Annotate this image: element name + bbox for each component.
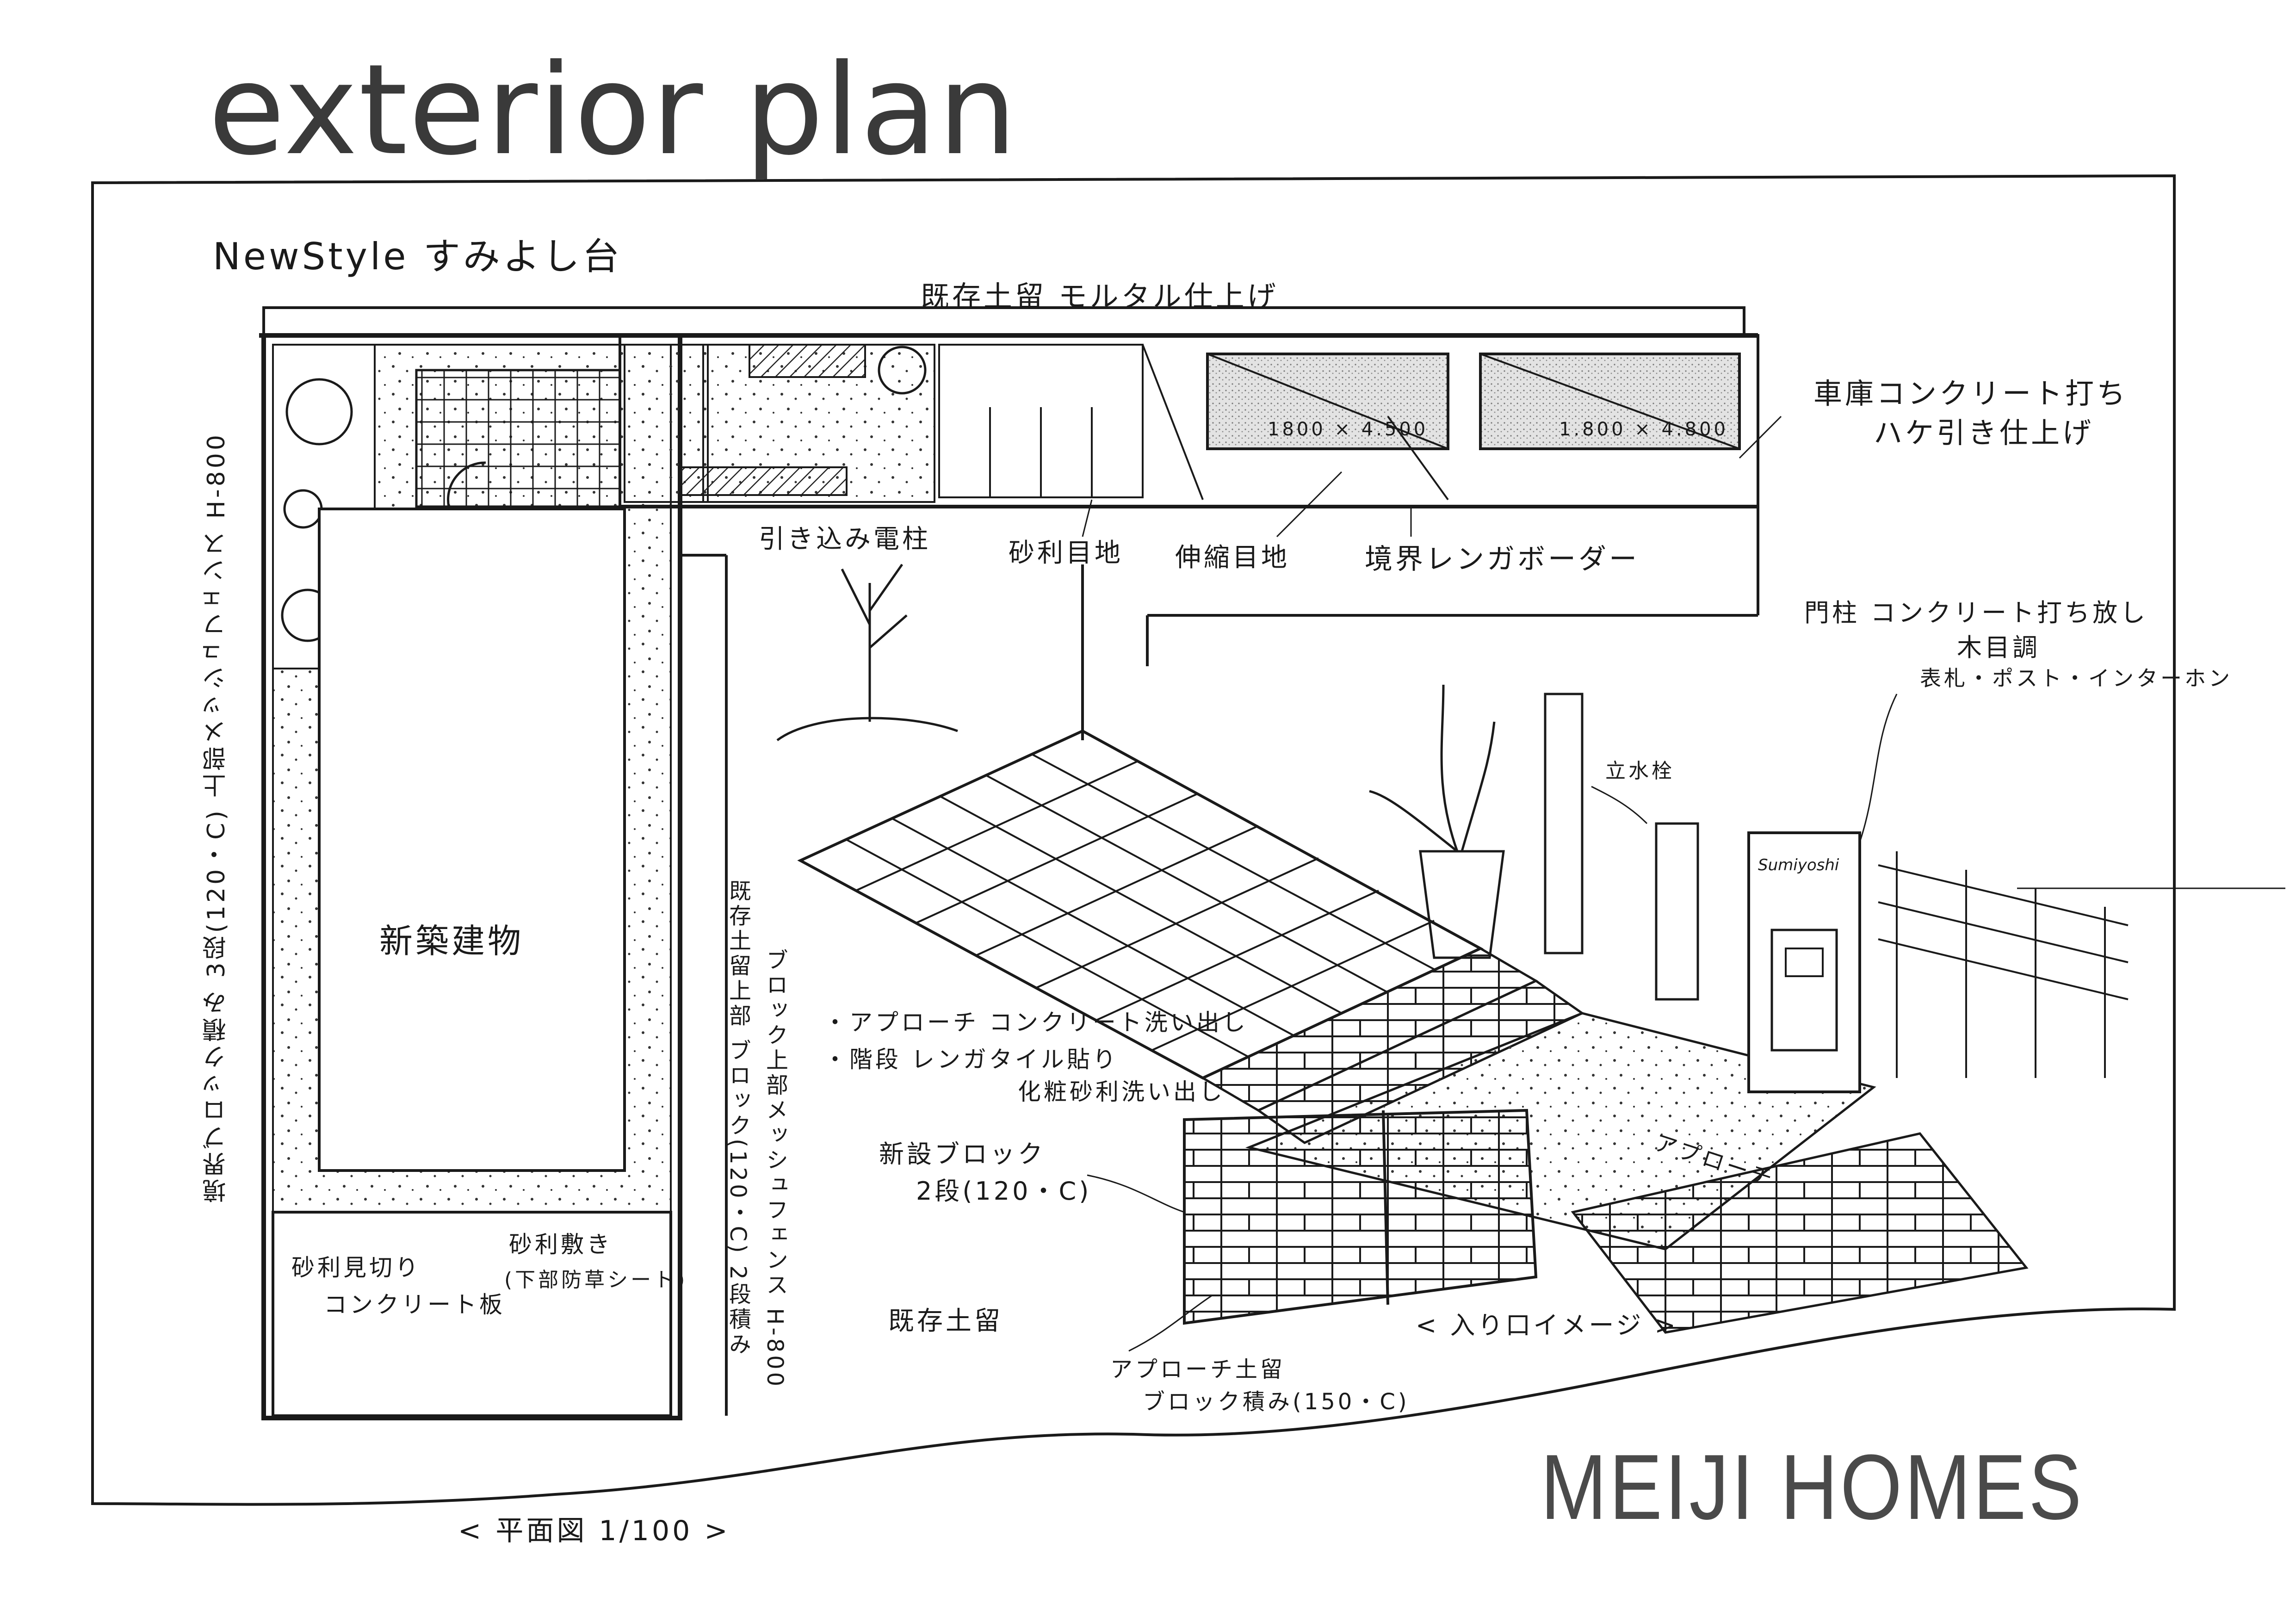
project-name: NewStyle すみよし台: [213, 235, 622, 278]
gravel-joint-label: 砂利目地: [1009, 538, 1123, 568]
new-block-line2: 2段(120・C): [916, 1177, 1092, 1206]
tree: [776, 564, 958, 742]
gate-post-line1: 門柱 コンクリート打ち放し: [1804, 598, 2148, 627]
approach-retaining-line1: アプローチ土留: [1110, 1357, 1286, 1382]
new-building: [318, 508, 626, 1172]
faucet-label: 立水栓: [1605, 759, 1675, 783]
gravel-divider-line1: 砂利見切り: [291, 1254, 421, 1281]
approach-spec-1: ・アプローチ コンクリート洗い出し: [823, 1009, 1248, 1036]
site-boundary: [261, 333, 682, 1420]
left-fence-note: 境界ブロック積み 3段(120・C) 上部メッシュフェンス H-800: [203, 432, 230, 1203]
gate-post-line2: 木目調: [1957, 633, 2040, 662]
gate-post-line3: 表札・ポスト・インターホン: [1920, 666, 2233, 691]
shrub: [285, 378, 353, 446]
border-label: 境界レンガボーダー: [1365, 543, 1640, 576]
nameplate: Sumiyoshi: [1758, 856, 1839, 874]
entry-tile-grid: [415, 369, 621, 508]
top-edge-note: 既存土留 モルタル仕上げ: [921, 279, 1279, 313]
page-title: exterior plan: [208, 37, 1018, 183]
new-block-wall: [1183, 1109, 1538, 1325]
expansion-joint-label: 伸縮目地: [1175, 543, 1290, 573]
right-retaining-note: 既存土留上部 ブロック(120・C) 2段積み: [725, 879, 751, 1357]
approach-retaining-line2: ブロック積み(150・C): [1143, 1389, 1410, 1415]
approach-spec-3: 化粧砂利洗い出し: [1018, 1078, 1225, 1105]
gravel-spread-line1: 砂利敷き: [509, 1231, 613, 1258]
parking-note-line2: ハケ引き仕上げ: [1874, 416, 2094, 450]
entrance-image-label: < 入り口イメージ >: [1416, 1311, 1678, 1340]
sheet-frame: [91, 174, 2176, 1506]
right-block-note: ブロック上部メッシュフェンス H-800: [762, 948, 788, 1389]
plan-view-label: < 平面図 1/100 >: [458, 1515, 730, 1547]
approach-spec-2: ・階段 レンガタイル貼り: [823, 1046, 1119, 1073]
gravel-divider-line2: コンクリート板: [324, 1291, 505, 1318]
utility-pole-label: 引き込み電柱: [759, 524, 931, 554]
parking-note-line1: 車庫コンクリート打ち: [1813, 377, 2129, 410]
gravel-spread-line2: (下部防草シート): [504, 1268, 688, 1292]
brand-logo-text: MEIJI HOMES: [1541, 1436, 2084, 1539]
parking-1-size: 1800 × 4.500: [1268, 419, 1429, 440]
new-block-line1: 新設ブロック: [879, 1140, 1046, 1169]
planter: [1369, 684, 1505, 959]
gate-post: [1747, 831, 1861, 1093]
parking-2-size: 1.800 × 4.800: [1559, 419, 1728, 440]
building-label: 新築建物: [379, 922, 524, 960]
existing-retaining-label: 既存土留: [888, 1306, 1003, 1336]
